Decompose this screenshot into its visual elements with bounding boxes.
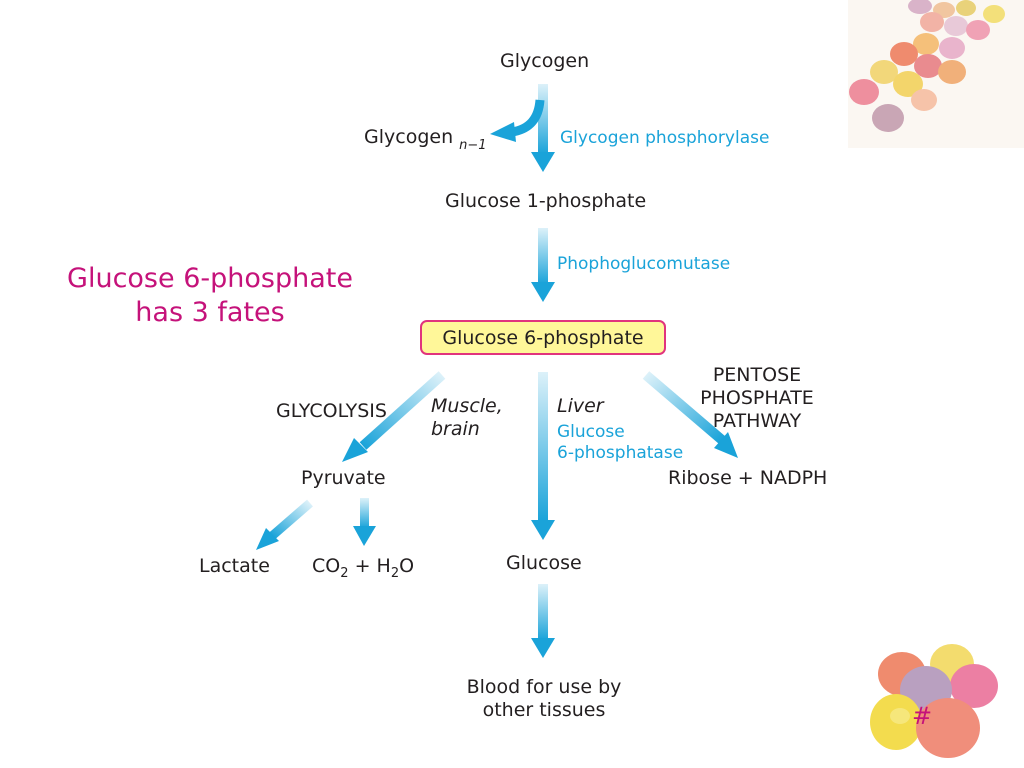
node-glucose: Glucose: [506, 552, 582, 574]
candy-eggs-bottom-decoration: [870, 644, 998, 758]
node-glucose-6-phosphate: Glucose 6-phosphate: [420, 320, 666, 355]
arrow-g1p-to-g6p: [531, 228, 555, 302]
g6p-label: Glucose 6-phosphate: [442, 326, 644, 349]
node-co2-h2o: CO2 + H2O: [312, 555, 414, 585]
arrow-glucose-to-blood: [531, 584, 555, 658]
arrow-glycogen-to-glycogen-n1: [490, 99, 545, 142]
enzyme-phosphoglucomutase: Phophoglucomutase: [557, 254, 731, 274]
node-pyruvate: Pyruvate: [301, 467, 386, 489]
arrow-g6p-to-ribose: [642, 371, 738, 458]
arrow-glycogen-to-g1p: [531, 84, 555, 172]
pentose-line-1: PENTOSE: [712, 364, 802, 386]
enzyme-glucose-6-phosphatase: Glucose 6-phosphatase: [557, 422, 683, 464]
blood-line-2: other tissues: [482, 699, 606, 721]
enzyme-glycogen-phosphorylase: Glycogen phosphorylase: [560, 128, 770, 148]
blood-line-1: Blood for use by: [466, 676, 622, 698]
label-muscle-brain: Muscle, brain: [431, 395, 503, 441]
muscle-brain-line-2: brain: [431, 418, 480, 440]
pentose-line-2: PHOSPHATE: [700, 387, 814, 409]
node-glycogen: Glycogen: [500, 50, 590, 72]
co2-subscript: 2: [340, 566, 349, 581]
glycogen-n1-label: Glycogen: [364, 126, 454, 148]
co2-label: CO: [312, 555, 341, 577]
title-line-2: has 3 fates: [135, 297, 285, 328]
g6pase-line-1: Glucose: [557, 422, 625, 442]
candy-eggs-top-decoration: [848, 0, 1024, 148]
h2o-subscript: 2: [390, 566, 400, 581]
label-liver: Liver: [557, 395, 604, 417]
node-lactate: Lactate: [199, 555, 270, 577]
h2o-o: O: [399, 555, 415, 577]
label-glycolysis: GLYCOLYSIS: [276, 400, 387, 422]
node-glycogen-n-minus-1: Glycogen n−1: [364, 126, 487, 157]
plus-sign: +: [354, 555, 371, 577]
arrow-g6p-to-glucose: [531, 372, 555, 540]
node-ribose-nadph: Ribose + NADPH: [668, 467, 828, 489]
slide-number: #: [912, 702, 933, 730]
pentose-line-3: PATHWAY: [712, 410, 802, 432]
h2o-h: H: [376, 555, 391, 577]
arrow-g6p-to-pyruvate: [342, 371, 446, 462]
arrow-pyruvate-to-co2: [353, 498, 376, 546]
glycogen-n1-subscript: n−1: [459, 138, 487, 153]
slide-title: Glucose 6-phosphate has 3 fates: [40, 262, 380, 330]
node-blood-other-tissues: Blood for use by other tissues: [444, 676, 644, 722]
arrow-pyruvate-to-lactate: [256, 499, 313, 550]
node-glucose-1-phosphate: Glucose 1-phosphate: [445, 190, 647, 212]
muscle-brain-line-1: Muscle,: [431, 395, 503, 417]
title-line-1: Glucose 6-phosphate: [67, 263, 353, 294]
label-pentose-phosphate-pathway: PENTOSE PHOSPHATE PATHWAY: [692, 364, 822, 433]
g6pase-line-2: 6-phosphatase: [557, 443, 684, 463]
